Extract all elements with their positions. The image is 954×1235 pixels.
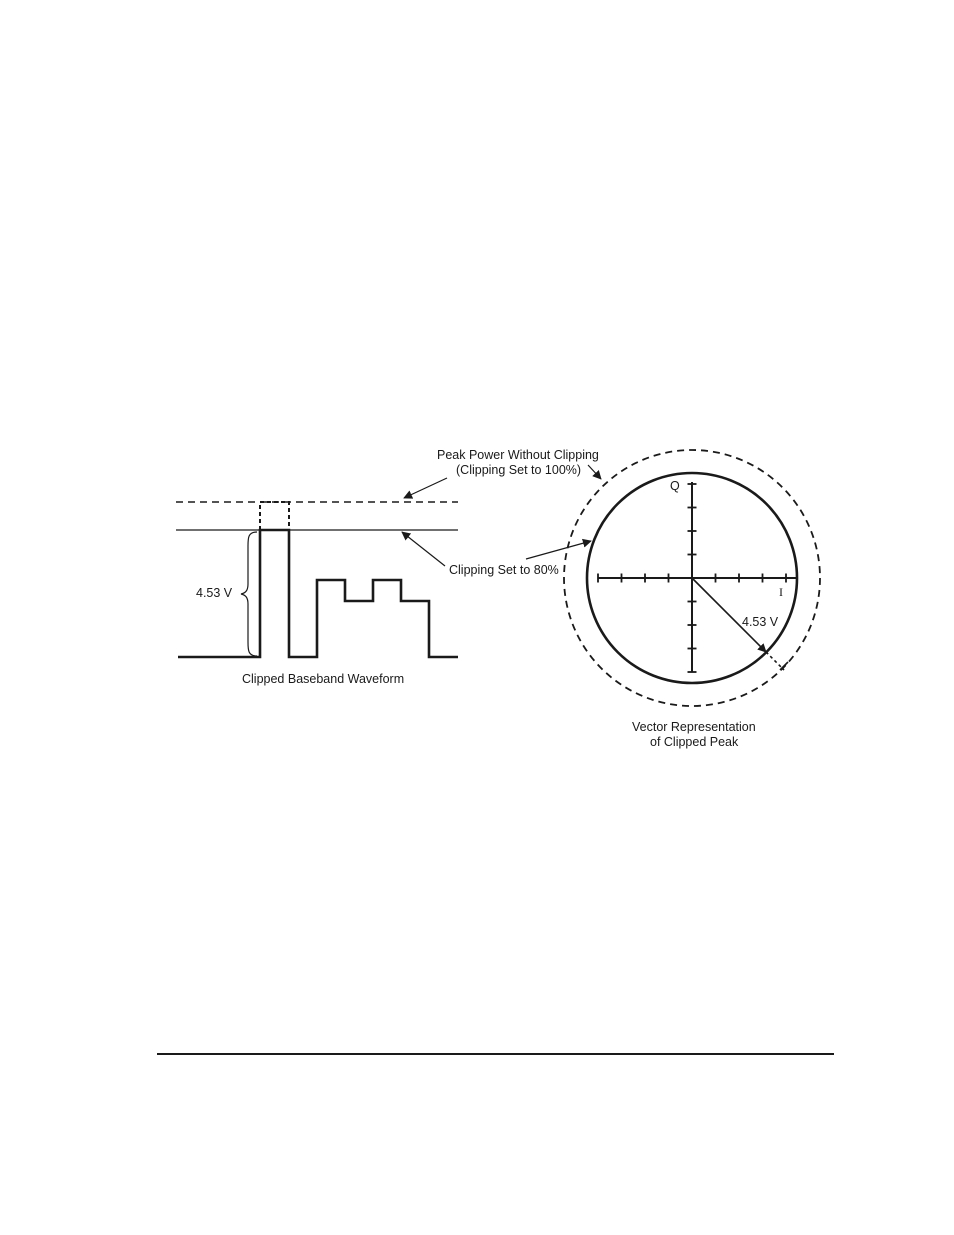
amplitude-label: 4.53 V: [196, 586, 233, 600]
annotations: Peak Power Without Clipping (Clipping Se…: [402, 448, 601, 577]
waveform-panel: 4.53 V Clipped Baseband Waveform: [176, 502, 458, 686]
vector-panel: Q I 4.53 V Vector Representation of Clip…: [564, 450, 820, 749]
unclipped-vector-extension: [766, 652, 784, 670]
clipping-level-arrow: [402, 532, 445, 566]
vector-caption-line2: of Clipped Peak: [650, 735, 739, 749]
unclipped-pulse-outline: [260, 502, 289, 530]
peak-power-arrow: [404, 478, 447, 498]
vector-caption-line1: Vector Representation: [632, 720, 756, 734]
unclipped-vector-tip: [780, 662, 788, 670]
q-axis-label: Q: [670, 479, 680, 493]
vector-magnitude-label: 4.53 V: [742, 615, 779, 629]
i-axis-label: I: [779, 585, 783, 599]
peak-power-label-line1: Peak Power Without Clipping: [437, 448, 599, 462]
waveform-caption: Clipped Baseband Waveform: [242, 672, 404, 686]
peak-power-circle-arrow: [588, 465, 601, 479]
clipping-circle-arrow: [526, 541, 591, 559]
clipping-level-label: Clipping Set to 80%: [449, 563, 559, 577]
peak-power-label-line2: (Clipping Set to 100%): [456, 463, 581, 477]
footer-rule: [157, 1053, 834, 1055]
amplitude-brace: [241, 532, 257, 656]
